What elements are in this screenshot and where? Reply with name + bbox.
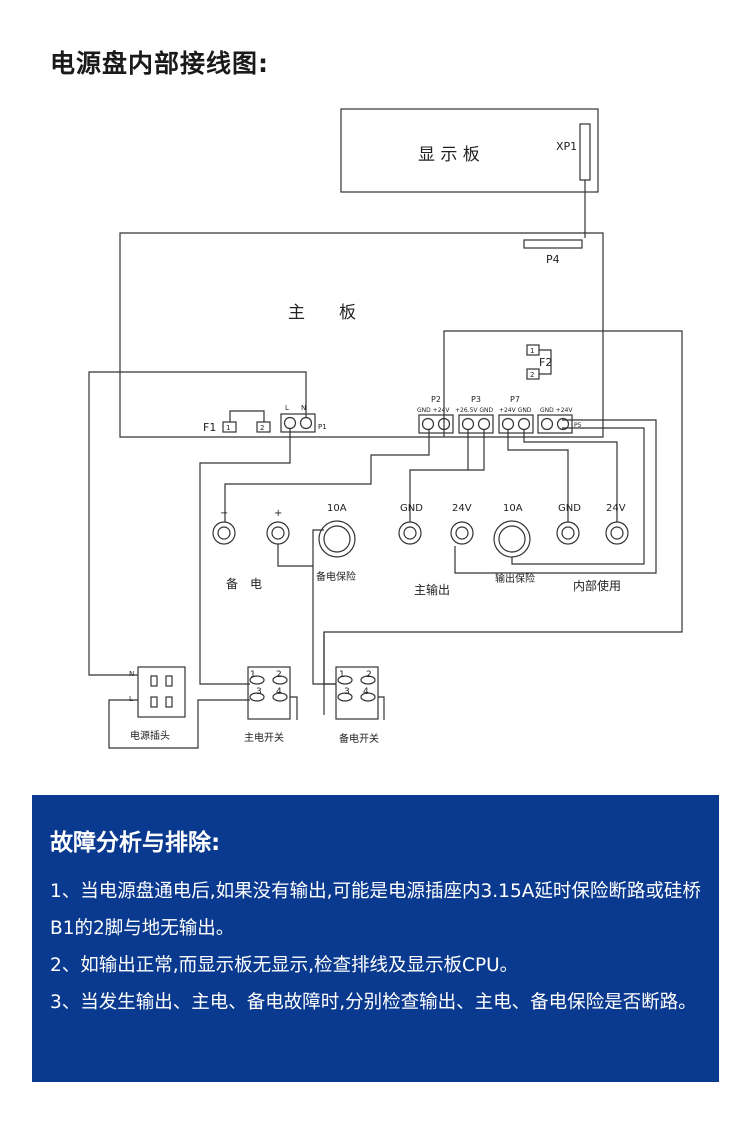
power-plug-label: 电源插头 [130,729,170,742]
wiring-diagram: 显 示 板 XP1 P4 主 板 F2 1 2 F1 1 2 L N P1 P2… [88,108,683,749]
backup-fuse-label: 备电保险 [316,570,356,583]
backup-switch-pin1: 1 [339,670,345,680]
p5-pins-label: GND +24V [540,407,573,414]
main-output-label: 主输出 [414,582,450,597]
p5-label: P5 [574,422,582,429]
troubleshooting-title: 故障分析与排除: [50,830,221,856]
backup-switch-pin2: 2 [366,670,372,680]
p1-l-label: L [285,404,289,412]
p3-connector [458,414,494,434]
main-switch-pin2: 2 [276,670,282,680]
p1-label: P1 [318,423,327,431]
internal-use-label: 内部使用 [573,578,621,593]
p2-pins-label: GND +24V [417,407,450,414]
xp1-label: XP1 [556,140,577,153]
display-board [340,108,599,193]
p7-connector [498,414,534,434]
power-plug [137,666,186,718]
f1-pin1: 1 [226,424,230,432]
main-switch-label: 主电开关 [244,731,284,744]
f2-pin2: 2 [530,371,534,379]
main-switch-pin1: 1 [250,670,256,680]
troubleshooting-item-1: 1、当电源盘通电后,如果没有输出,可能是电源插座内3.15A延时保险断路或硅桥B… [50,881,701,939]
output-fuse-label: 输出保险 [495,572,535,585]
p5-connector [537,414,573,434]
p4-label: P4 [546,253,560,266]
troubleshooting-item-2: 2、如输出正常,而显示板无显示,检查排线及显示板CPU。 [50,955,519,976]
p3-pins-label: +26.5V GND [455,407,494,414]
f2-label: F2 [539,356,552,369]
terminal-gnd-label: GND [400,503,423,514]
backup-switch-label: 备电开关 [339,732,379,745]
p1-connector [280,413,316,433]
backup-switch-pin4: 4 [363,687,369,697]
terminal-plus-label: + [274,508,282,519]
p2-connector [418,414,454,434]
display-board-label: 显 示 板 [418,145,480,165]
f2-pin1: 1 [530,347,534,355]
p7-label: P7 [510,395,520,404]
page-title: 电源盘内部接线图: [50,49,269,78]
p4-connector [523,239,583,249]
troubleshooting-list: 1、当电源盘通电后,如果没有输出,可能是电源插座内3.15A延时保险断路或硅桥B… [50,873,710,1021]
terminal-minus-label: − [220,508,228,519]
terminal-24v-label: 24V [452,503,472,514]
terminal-gnd-2-label: GND [558,503,581,514]
plug-n-label: N [129,670,134,678]
main-switch [247,666,291,720]
backup-switch [335,666,379,720]
terminal-10a-2-label: 10A [503,503,523,514]
p7-pins-label: +24V GND [499,407,532,414]
main-board-outline [119,232,604,438]
troubleshooting-panel: 故障分析与排除: 1、当电源盘通电后,如果没有输出,可能是电源插座内3.15A延… [32,795,719,1082]
terminal-10a-label: 10A [327,503,347,514]
main-switch-pin4: 4 [276,687,282,697]
main-board-label: 主 板 [288,303,356,323]
p1-n-label: N [301,404,306,412]
plug-l-label: L [129,695,133,703]
f1-label: F1 [203,421,216,434]
backup-switch-pin3: 3 [344,687,350,697]
troubleshooting-item-3: 3、当发生输出、主电、备电故障时,分别检查输出、主电、备电保险是否断路。 [50,992,697,1013]
main-switch-pin3: 3 [256,687,262,697]
p3-label: P3 [471,395,481,404]
f1-pin2: 2 [260,424,264,432]
backup-label: 备 电 [226,577,262,591]
p2-label: P2 [431,395,441,404]
xp1-connector [579,123,591,181]
terminal-24v-2-label: 24V [606,503,626,514]
